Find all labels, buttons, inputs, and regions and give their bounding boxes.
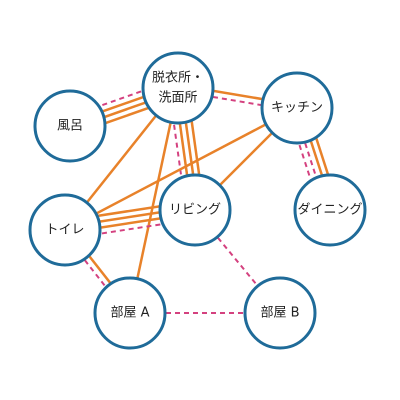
node-circle-dining bbox=[293, 173, 367, 247]
node-circle-toilet bbox=[28, 193, 102, 267]
node-heyaB: 部屋 B bbox=[243, 276, 317, 350]
node-dining: ダイニング bbox=[293, 173, 367, 247]
node-label-dining: ダイニング bbox=[297, 203, 362, 218]
node-furo: 風呂 bbox=[33, 89, 107, 163]
node-label-datsui: 洗面所 bbox=[158, 91, 197, 106]
node-circle-heyaB bbox=[243, 276, 317, 350]
node-label-kitchen: キッチン bbox=[271, 101, 323, 116]
edge-datsui-heyaA-solid bbox=[128, 87, 180, 314]
node-kitchen: キッチン bbox=[260, 71, 334, 145]
node-circle-kitchen bbox=[260, 71, 334, 145]
node-circle-living bbox=[158, 173, 232, 247]
node-datsui: 脱衣所・洗面所 bbox=[141, 51, 215, 125]
node-circle-heyaA bbox=[93, 276, 167, 350]
node-label-toilet: トイレ bbox=[45, 223, 84, 238]
node-heyaA: 部屋 A bbox=[93, 276, 167, 350]
node-living: リビング bbox=[158, 173, 232, 247]
node-label-datsui: 脱衣所・ bbox=[152, 70, 204, 86]
node-label-furo: 風呂 bbox=[57, 119, 83, 134]
node-toilet: トイレ bbox=[28, 193, 102, 267]
node-circle-furo bbox=[33, 89, 107, 163]
node-circle-datsui bbox=[141, 51, 215, 125]
node-label-living: リビング bbox=[169, 203, 221, 218]
node-label-heyaA: 部屋 A bbox=[110, 306, 149, 321]
edge-kitchen-toilet-solid bbox=[64, 106, 298, 232]
node-label-heyaB: 部屋 B bbox=[260, 306, 299, 321]
